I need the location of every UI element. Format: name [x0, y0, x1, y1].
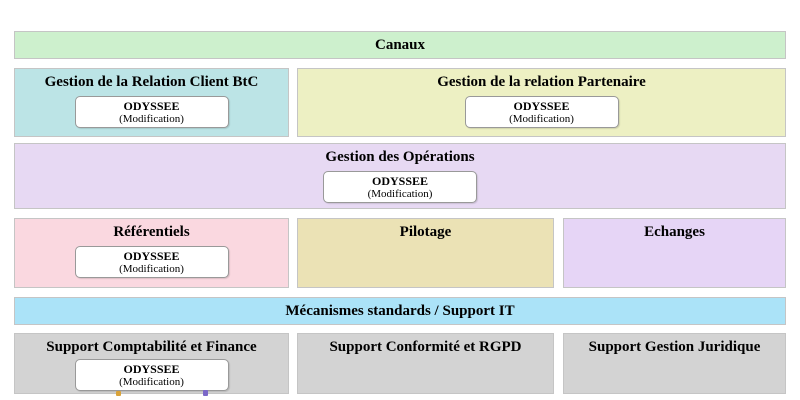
capability-title: Pilotage	[399, 224, 452, 240]
capability-gestion-relation-partenaire: Gestion de la relation Partenaire ODYSSE…	[297, 68, 786, 137]
capability-title: Gestion de la Relation Client BtC	[44, 74, 259, 90]
app-modification-label: (Modification)	[367, 188, 433, 200]
odyssee-app-box: ODYSSEE (Modification)	[74, 359, 229, 391]
capability-title: Echanges	[644, 224, 705, 240]
app-modification-label: (Modification)	[119, 113, 184, 125]
app-name: ODYSSEE	[123, 99, 180, 113]
app-name: ODYSSEE	[123, 249, 180, 263]
capability-gestion-relation-client-btc: Gestion de la Relation Client BtC ODYSSE…	[14, 68, 289, 137]
capability-pilotage: Pilotage	[297, 218, 554, 288]
odyssee-app-box: ODYSSEE (Modification)	[464, 96, 619, 128]
capability-title: Support Conformité et RGPD	[329, 339, 522, 355]
odyssee-app-box: ODYSSEE (Modification)	[323, 171, 477, 203]
capability-title: Gestion des Opérations	[325, 149, 475, 165]
app-modification-label: (Modification)	[119, 263, 184, 275]
capability-mecanismes-standards-support-it: Mécanismes standards / Support IT	[14, 297, 786, 325]
capability-support-conformite-rgpd: Support Conformité et RGPD	[297, 333, 554, 394]
capability-support-gestion-juridique: Support Gestion Juridique	[563, 333, 786, 394]
odyssee-app-box: ODYSSEE (Modification)	[74, 246, 229, 278]
app-name: ODYSSEE	[513, 99, 570, 113]
app-modification-label: (Modification)	[509, 113, 574, 125]
capability-title: Support Gestion Juridique	[588, 339, 761, 355]
capability-support-comptabilite-finance: Support Comptabilité et Finance ODYSSEE …	[14, 333, 289, 394]
cutoff-icon-fragment	[203, 390, 208, 396]
capability-title: Référentiels	[113, 224, 190, 240]
app-modification-label: (Modification)	[119, 376, 184, 388]
capability-title: Canaux	[374, 36, 426, 53]
cutoff-icon-fragment	[116, 391, 121, 396]
odyssee-app-box: ODYSSEE (Modification)	[74, 96, 229, 128]
app-name: ODYSSEE	[371, 174, 429, 188]
app-name: ODYSSEE	[123, 362, 180, 376]
capability-title: Mécanismes standards / Support IT	[285, 302, 515, 319]
capability-echanges: Echanges	[563, 218, 786, 288]
capability-title: Support Comptabilité et Finance	[46, 339, 257, 355]
capability-title: Gestion de la relation Partenaire	[437, 74, 646, 90]
capability-referentiels: Référentiels ODYSSEE (Modification)	[14, 218, 289, 288]
capability-canaux: Canaux	[14, 31, 786, 59]
capability-gestion-des-operations: Gestion des Opérations ODYSSEE (Modifica…	[14, 143, 786, 209]
